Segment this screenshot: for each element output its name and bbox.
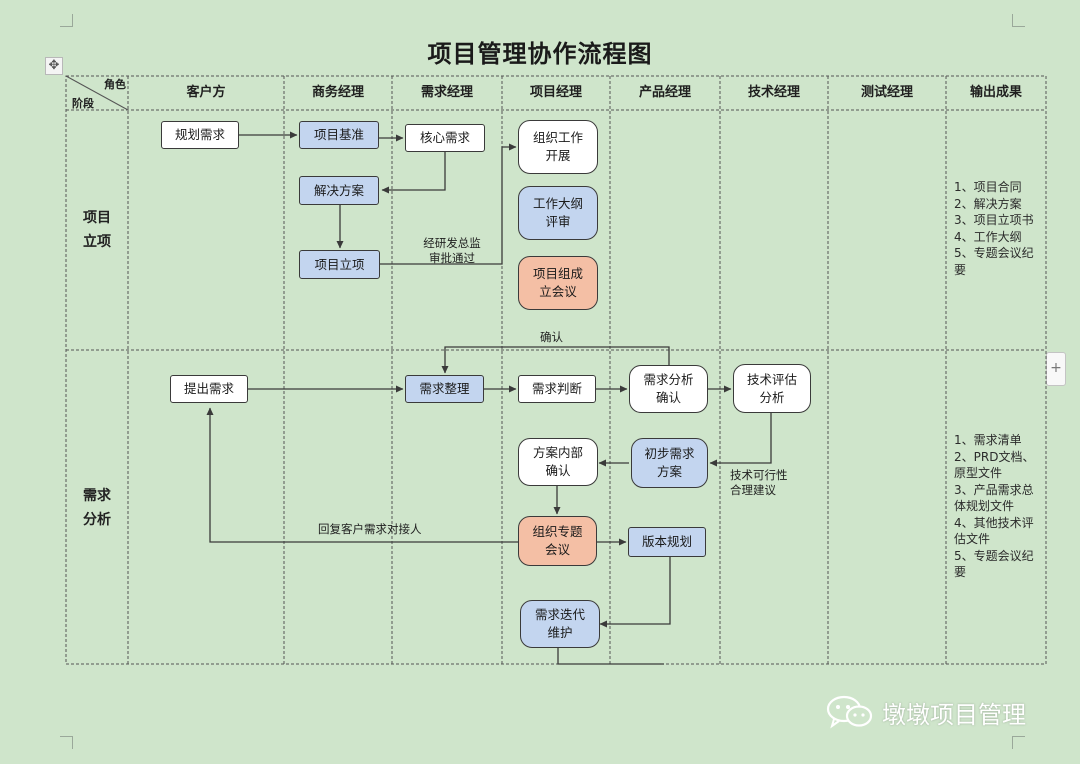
header-corner-stage: 阶段 xyxy=(72,97,94,110)
page-corner-mark xyxy=(60,14,73,27)
header-corner-role: 角色 xyxy=(104,78,126,91)
node-plan-demand[interactable]: 规划需求 xyxy=(161,121,239,149)
connector-confirm-loop xyxy=(441,346,670,374)
page-corner-mark xyxy=(1012,736,1025,749)
watermark-text: 墩墩项目管理 xyxy=(882,700,1026,729)
node-org-work[interactable]: 组织工作 开展 xyxy=(518,120,598,174)
stage-initiation: 项目 立项 xyxy=(83,210,111,250)
page-title: 项目管理协作流程图 xyxy=(427,40,653,68)
node-demand-confirm[interactable]: 需求分析 确认 xyxy=(629,365,708,413)
page-corner-mark xyxy=(1012,14,1025,27)
node-kickoff-meeting[interactable]: 项目组成 立会议 xyxy=(518,256,598,310)
node-raise-demand[interactable]: 提出需求 xyxy=(170,375,248,403)
node-outline-review[interactable]: 工作大纲 评审 xyxy=(518,186,598,240)
node-internal-confirm[interactable]: 方案内部 确认 xyxy=(518,438,598,486)
table-move-handle-icon[interactable]: ✥ xyxy=(45,57,63,75)
stage-analysis: 需求 分析 xyxy=(83,488,111,528)
label-feasibility: 技术可行性 合理建议 xyxy=(730,468,788,497)
node-solution[interactable]: 解决方案 xyxy=(299,176,379,205)
label-approval: 经研发总监 审批通过 xyxy=(423,236,481,265)
header-role-product-manager: 产品经理 xyxy=(638,85,691,100)
flow-connectors xyxy=(206,131,772,665)
header-role-project-manager: 项目经理 xyxy=(529,85,582,100)
node-project-setup[interactable]: 项目立项 xyxy=(299,250,380,279)
connector-setup-to-org xyxy=(380,143,517,265)
connector-meeting-to-customer xyxy=(206,407,518,543)
node-version-plan[interactable]: 版本规划 xyxy=(628,527,706,557)
node-initial-plan[interactable]: 初步需求 方案 xyxy=(631,438,708,488)
outputs-initiation: 1、项目合同 2、解决方案 3、项目立项书 4、工作大纲 5、专题会议纪 要 xyxy=(954,180,1034,277)
wechat-icon xyxy=(826,695,873,729)
node-project-baseline[interactable]: 项目基准 xyxy=(299,121,379,149)
node-tech-eval[interactable]: 技术评估 分析 xyxy=(733,364,811,413)
node-demand-sort[interactable]: 需求整理 xyxy=(405,375,484,403)
node-demand-iterate[interactable]: 需求迭代 维护 xyxy=(520,600,600,648)
connector-iterate-tail xyxy=(557,648,664,665)
header-role-business-manager: 商务经理 xyxy=(311,85,364,100)
header-diagonal xyxy=(65,75,129,111)
page-corner-mark xyxy=(60,736,73,749)
label-confirm: 确认 xyxy=(540,330,563,344)
connector-core-to-solution xyxy=(381,152,446,194)
header-outputs: 输出成果 xyxy=(969,85,1022,100)
header-role-customer: 客户方 xyxy=(186,85,226,100)
node-core-demand[interactable]: 核心需求 xyxy=(405,124,485,152)
outputs-analysis: 1、需求清单 2、PRD文档、 原型文件 3、产品需求总 体规划文件 4、其他技… xyxy=(954,433,1035,579)
connector-version-to-iterate xyxy=(599,557,671,628)
header-role-demand-manager: 需求经理 xyxy=(420,85,473,100)
header-role-tech-manager: 技术经理 xyxy=(747,85,800,100)
header-role-test-manager: 测试经理 xyxy=(860,85,913,100)
connector-tech-to-initial xyxy=(709,413,772,467)
label-reply-customer: 回复客户需求对接人 xyxy=(318,522,422,536)
node-special-meeting[interactable]: 组织专题 会议 xyxy=(518,516,597,566)
table-borders xyxy=(65,75,1047,665)
watermark: 墩墩项目管理 xyxy=(826,694,1026,730)
node-demand-judge[interactable]: 需求判断 xyxy=(518,375,596,403)
